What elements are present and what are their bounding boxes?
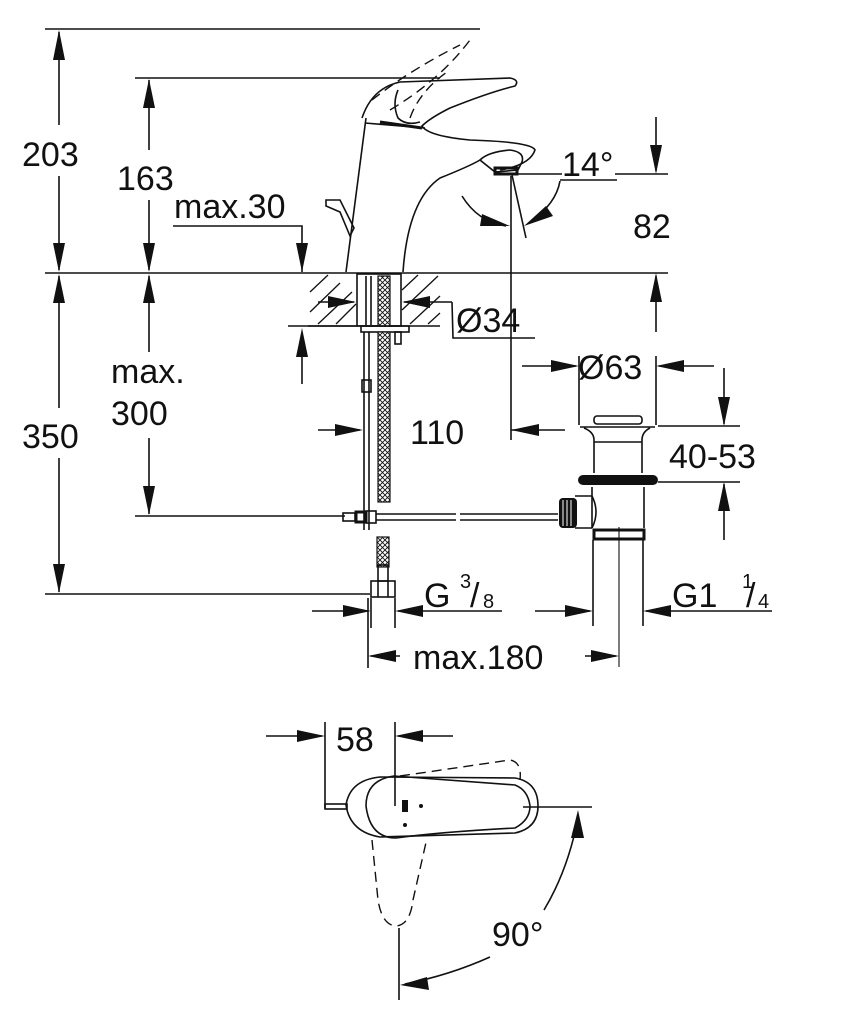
dim-label-203: 203 <box>22 136 79 174</box>
dim-handle-rotation: 90° <box>398 806 592 1000</box>
flex-hose-lower <box>376 536 390 568</box>
dim-deck-thickness: max.30 <box>173 188 440 384</box>
top-view: 58 90° <box>266 721 592 1000</box>
dim-label-g-numerator: 3 <box>460 571 471 593</box>
dim-label-max180: max.180 <box>413 639 543 677</box>
dim-label-58: 58 <box>336 721 374 759</box>
fraction-slash: / <box>470 577 480 615</box>
deck-section-left <box>308 274 357 327</box>
handle-top-view <box>324 759 539 839</box>
dim-label-g-denominator: 8 <box>483 591 494 613</box>
dim-label-g-prefix: G <box>424 577 450 615</box>
pop-up-waste <box>559 415 658 667</box>
dim-label-40-53: 40-53 <box>669 438 756 476</box>
dim-label-110: 110 <box>410 414 464 452</box>
flex-hose-upper <box>377 331 391 503</box>
dim-label-82: 82 <box>633 208 671 246</box>
dim-label-g1-numerator: 1 <box>742 571 753 593</box>
dim-label-max: max. <box>111 353 185 391</box>
dim-outlet-height: 82 <box>615 117 671 332</box>
handle-rotated-ghost <box>371 837 428 927</box>
dim-label-diameter-34: Ø34 <box>456 302 520 340</box>
pull-rod-horizontal <box>342 510 558 524</box>
dim-spout-height: 163 <box>117 79 174 272</box>
dim-waste-thread: G1 1 / 4 <box>535 540 772 626</box>
dim-supply-thread: G 3 / 8 <box>312 571 502 628</box>
dim-spout-angle: 14° <box>461 146 617 239</box>
dim-spout-projection: 110 <box>318 176 565 452</box>
dim-waste-range: 40-53 <box>658 368 756 540</box>
dim-label-14deg: 14° <box>562 146 613 184</box>
dim-connection-height: 350 <box>22 274 79 593</box>
pull-rod-vertical <box>361 332 372 530</box>
dim-label-g1-prefix: G1 <box>672 577 717 615</box>
dim-label-90deg: 90° <box>492 916 543 954</box>
faucet-body <box>325 39 536 273</box>
dim-label-max30: max.30 <box>174 188 286 226</box>
dim-waste-diameter: Ø63 <box>522 349 714 425</box>
dim-pull-rod-max: max.180 <box>367 598 619 677</box>
dim-label-diameter-63: Ø63 <box>578 349 642 387</box>
dim-tap-hole: Ø34 <box>318 296 535 340</box>
deck-section-right <box>401 274 441 325</box>
dim-label-300: 300 <box>111 395 168 433</box>
dim-label-350: 350 <box>22 418 79 456</box>
dim-handle-offset: 58 <box>266 721 453 808</box>
hose-connector <box>370 564 396 598</box>
fraction-slash: / <box>746 577 756 615</box>
dim-label-g1-denominator: 4 <box>758 591 769 613</box>
dim-overall-height: 203 <box>22 30 79 272</box>
dim-hose-length: max. 300 <box>111 274 185 515</box>
dim-label-163: 163 <box>117 160 174 198</box>
side-view: 203 163 max.30 350 <box>22 28 772 677</box>
